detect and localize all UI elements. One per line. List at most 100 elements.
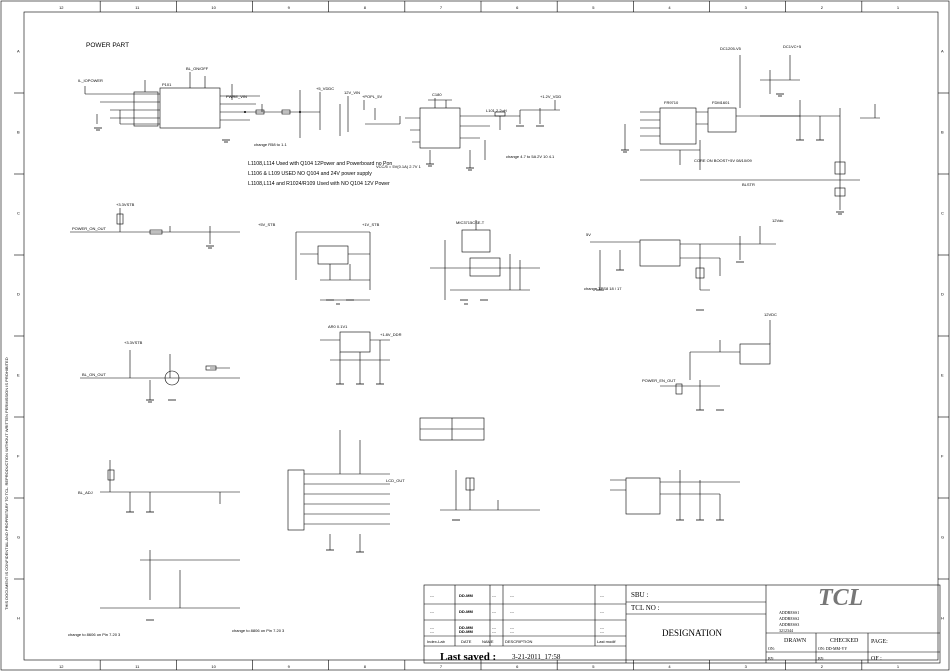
rev-date: DD-MM xyxy=(459,629,473,634)
svg-text:+3.3VSTB: +3.3VSTB xyxy=(124,340,143,345)
drawn-on: ON: xyxy=(768,646,775,651)
designation-label: DESIGNATION xyxy=(662,628,722,638)
svg-text:change to 8606 on Pin 7.20 3: change to 8606 on Pin 7.20 3 xyxy=(68,632,121,637)
svg-text:+1V_STB: +1V_STB xyxy=(362,222,380,227)
svg-text:+5_VDDC: +5_VDDC xyxy=(316,86,334,91)
svg-text:L101 2.2uH: L101 2.2uH xyxy=(486,108,507,113)
col-label-top: 10 xyxy=(211,5,216,10)
address-4: 3212344 xyxy=(779,628,793,633)
block-mosfet-right xyxy=(660,320,771,411)
row-label-left: H xyxy=(17,616,20,621)
col-label-top: 7 xyxy=(440,5,443,10)
col-label-bottom: 11 xyxy=(135,664,140,669)
svg-text:BLSTR: BLSTR xyxy=(742,182,755,187)
svg-text:BL_ADJ: BL_ADJ xyxy=(78,490,93,495)
col-label-bottom: 3 xyxy=(745,664,748,669)
note-3: L1108,L114 and R1024/R109 Used with NO Q… xyxy=(248,181,390,187)
tb-header-last: Last modif xyxy=(597,639,616,644)
block-power-on xyxy=(70,208,240,249)
svg-text:VCC/5 = 5V(0.1A) 2.7V 1: VCC/5 = 5V(0.1A) 2.7V 1 xyxy=(376,164,422,169)
block-regulator-1 xyxy=(405,98,560,171)
rev-date: DD-MM xyxy=(459,609,473,614)
rev-last: --- xyxy=(600,609,605,614)
col-label-bottom: 7 xyxy=(440,664,443,669)
rev-name: --- xyxy=(492,629,497,634)
rev-last: --- xyxy=(600,593,605,598)
block-lcd-power xyxy=(440,470,540,521)
drawn-by: BY: xyxy=(768,656,774,661)
col-label-top: 6 xyxy=(516,5,519,10)
row-label-left: E xyxy=(17,373,20,378)
block-lvds-connector xyxy=(287,417,485,553)
svg-text:MIC3715CSE-T: MIC3715CSE-T xyxy=(456,220,485,225)
rev-index: --- xyxy=(430,593,435,598)
col-label-bottom: 4 xyxy=(668,664,671,669)
col-label-bottom: 9 xyxy=(288,664,291,669)
rev-desc: --- xyxy=(510,629,515,634)
row-label-right: C xyxy=(941,211,944,216)
row-label-right: D xyxy=(941,292,944,297)
address-1: ADDRESS1 xyxy=(779,610,799,615)
svg-text:BL_ON/OFF: BL_ON/OFF xyxy=(186,66,209,71)
rev-desc: --- xyxy=(510,593,515,598)
row-label-left: A xyxy=(17,49,20,54)
col-label-bottom: 12 xyxy=(59,664,64,669)
side-text: THIS DOCUMENT IS CONFIDENTIAL AND PROPRI… xyxy=(4,357,9,610)
svg-text:+5V_STB: +5V_STB xyxy=(258,222,276,227)
block-backlight-on xyxy=(80,350,240,403)
title-block xyxy=(423,584,941,664)
col-label-top: 5 xyxy=(592,5,595,10)
block-regulator-4 xyxy=(320,331,390,385)
block-dcdc-top-right xyxy=(621,55,880,215)
svg-text:+1.8V_DDR: +1.8V_DDR xyxy=(380,332,402,337)
svg-text:POWER_ON_OUT: POWER_ON_OUT xyxy=(72,226,107,231)
rev-desc: --- xyxy=(510,609,515,614)
svg-text:FR9710: FR9710 xyxy=(664,100,679,105)
col-label-top: 11 xyxy=(135,5,140,10)
svg-text:C180: C180 xyxy=(432,92,442,97)
rev-name: --- xyxy=(492,625,497,630)
svg-text:change R58 to 1.1: change R58 to 1.1 xyxy=(254,142,287,147)
rev-desc: --- xyxy=(510,625,515,630)
tb-header-date: DATE xyxy=(461,639,472,644)
svg-text:LCD_OUT: LCD_OUT xyxy=(386,478,405,483)
block-buck-right xyxy=(590,226,776,311)
note-1: L1108,L114 Used with Q104 12Power and Po… xyxy=(248,161,392,167)
col-label-bottom: 8 xyxy=(364,664,367,669)
svg-text:IL_IOPOWER: IL_IOPOWER xyxy=(78,78,103,83)
row-label-right: G xyxy=(941,535,944,540)
col-label-top: 3 xyxy=(745,5,748,10)
col-label-bottom: 10 xyxy=(211,664,216,669)
rev-index: --- xyxy=(430,629,435,634)
page-label: PAGE: xyxy=(871,639,888,645)
svg-text:12Vdc: 12Vdc xyxy=(772,218,783,223)
svg-text:AR0 0.1V1: AR0 0.1V1 xyxy=(328,324,348,329)
svg-text:5V: 5V xyxy=(586,232,591,237)
row-label-left: D xyxy=(17,292,20,297)
tcl-logo: TCL xyxy=(818,585,863,611)
col-label-bottom: 6 xyxy=(516,664,519,669)
last-saved-value: 3-21-2011_17:58 xyxy=(512,653,561,661)
col-label-top: 1 xyxy=(897,5,900,10)
note-2: L1106 & L109 USED NO Q104 and 24V power … xyxy=(248,171,372,177)
title-block-rows: ---DD-MM------------DD-MM------------DD-… xyxy=(430,593,605,634)
block-regulator-3 xyxy=(430,220,540,305)
rev-last: --- xyxy=(600,629,605,634)
row-label-right: A xyxy=(941,49,944,54)
row-label-right: F xyxy=(941,454,944,459)
svg-text:DC1205-V5: DC1205-V5 xyxy=(720,46,742,51)
svg-text:POWER_EN_OUT: POWER_EN_OUT xyxy=(642,378,676,383)
svg-text:change 4.7 to 5A 2V 10 4.1: change 4.7 to 5A 2V 10 4.1 xyxy=(506,154,555,159)
block-power-connector xyxy=(84,72,401,143)
rev-date: DD-MM xyxy=(459,625,473,630)
rev-date: DD-MM xyxy=(459,593,473,598)
col-label-top: 2 xyxy=(821,5,824,10)
svg-text:FDM1601: FDM1601 xyxy=(712,100,730,105)
block-led-driver xyxy=(610,470,740,521)
col-label-bottom: 2 xyxy=(821,664,824,669)
svg-text:BL_ON_OUT: BL_ON_OUT xyxy=(82,372,106,377)
